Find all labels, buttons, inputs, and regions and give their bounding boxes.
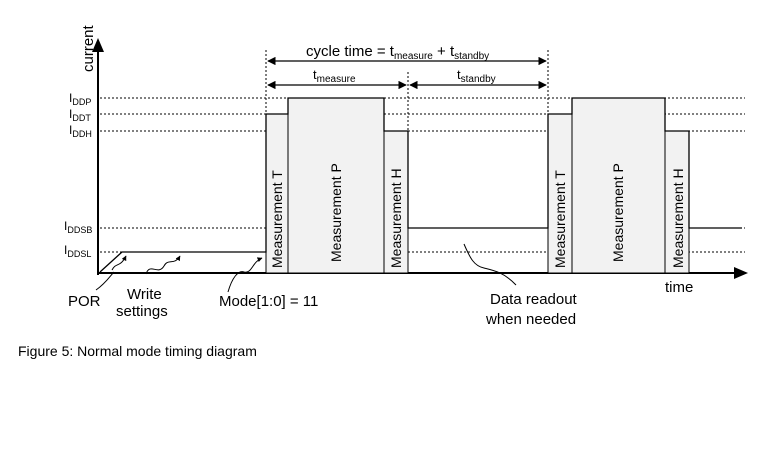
write-settings-label-line1: Write [127, 286, 162, 303]
por-pointer [95, 271, 115, 291]
cycle2-phase-label-p: Measurement P [610, 163, 626, 262]
y-axis-label: current [80, 24, 97, 72]
figure-caption: Figure 5: Normal mode timing diagram [18, 343, 257, 359]
x-axis-label: time [665, 279, 693, 296]
level-label-iddsl: IDDSL [64, 243, 91, 259]
cycle1-phase-label-t: Measurement T [269, 170, 285, 268]
level-label-iddp: IDDP [69, 91, 91, 107]
x-axis-arrowhead [734, 267, 748, 279]
level-label-iddsb: IDDSB [64, 219, 92, 235]
phase-boundary-lines [265, 50, 549, 131]
por-label: POR [68, 293, 101, 310]
cycle1-phase-label-h: Measurement H [388, 168, 404, 268]
write-settings-label-line2: settings [116, 303, 168, 320]
level-label-iddh: IDDH [69, 123, 92, 139]
cycle1-phase-label-p: Measurement P [328, 163, 344, 262]
cycle-time-label: cycle time = tmeasure + tstandby [306, 43, 489, 62]
data-readout-label-line1: Data readout [490, 291, 578, 308]
mode-label: Mode[1:0] = 11 [219, 293, 318, 310]
data-readout-label-line2: when needed [485, 311, 576, 328]
cycle2-phase-label-h: Measurement H [670, 168, 686, 268]
t-standby-label: tstandby [457, 67, 496, 85]
cycle1-measurement-h-block [383, 130, 409, 274]
current-waveform [99, 97, 742, 273]
por-level-pointer [111, 255, 127, 271]
mode-pointer [227, 257, 263, 293]
t-measure-label: tmeasure [313, 67, 356, 85]
write-settings-pointer [145, 255, 181, 275]
level-label-iddt: IDDT [69, 107, 91, 123]
y-axis-arrowhead [92, 38, 104, 52]
cycle2-phase-label-t: Measurement T [552, 170, 568, 268]
data-readout-pointer [463, 243, 517, 286]
